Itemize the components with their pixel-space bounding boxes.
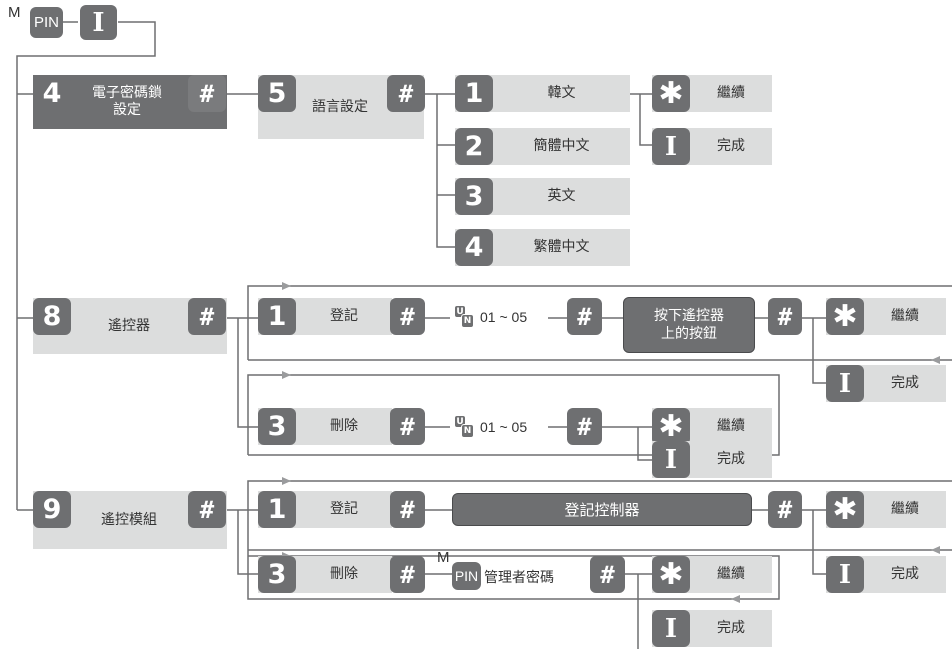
press-button-step: 按下遙控器 上的按鈕 bbox=[623, 297, 755, 353]
hash-key: # bbox=[768, 298, 802, 335]
m-label: M bbox=[437, 549, 450, 566]
i-key: I bbox=[652, 128, 690, 165]
i-key: I bbox=[826, 556, 864, 593]
range-text: 01 ~ 05 bbox=[480, 309, 528, 325]
hash-key: # bbox=[390, 556, 425, 593]
user-number-icon: U N bbox=[454, 415, 475, 439]
hash-key: # bbox=[188, 298, 226, 335]
i-key: I bbox=[652, 441, 690, 478]
key-3: 3 bbox=[258, 556, 296, 593]
hash-key: # bbox=[188, 75, 226, 112]
star-key: ✱ bbox=[826, 298, 864, 335]
star-key: ✱ bbox=[652, 75, 690, 112]
key-1: 1 bbox=[258, 298, 296, 335]
key-1: 1 bbox=[455, 75, 493, 112]
range-text: 01 ~ 05 bbox=[480, 419, 528, 435]
hash-key: # bbox=[387, 75, 425, 112]
hash-key: # bbox=[390, 491, 425, 528]
key-5: 5 bbox=[258, 75, 296, 112]
key-8: 8 bbox=[33, 298, 71, 335]
register-controller-step: 登記控制器 bbox=[452, 493, 752, 526]
key-2: 2 bbox=[455, 128, 493, 165]
key-3: 3 bbox=[258, 408, 296, 445]
hash-key: # bbox=[188, 491, 226, 528]
key-4: 4 bbox=[455, 229, 493, 266]
hash-key: # bbox=[390, 408, 425, 445]
star-key: ✱ bbox=[826, 491, 864, 528]
admin-password-label: 管理者密碼 bbox=[484, 569, 554, 585]
pin-key: PIN bbox=[30, 7, 63, 38]
menu-4-label-line2: 設定 bbox=[113, 102, 141, 118]
key-1: 1 bbox=[258, 491, 296, 528]
key-4: 4 bbox=[33, 75, 71, 112]
hash-key: # bbox=[768, 491, 802, 528]
hash-key: # bbox=[567, 298, 602, 335]
hash-key: # bbox=[567, 408, 602, 445]
i-key: I bbox=[826, 365, 864, 402]
m-label: M bbox=[8, 4, 21, 21]
user-number-icon: U N bbox=[454, 305, 475, 329]
key-3: 3 bbox=[455, 178, 493, 215]
star-key: ✱ bbox=[652, 408, 690, 445]
star-key: ✱ bbox=[652, 556, 690, 593]
pin-key: PIN bbox=[452, 562, 481, 590]
press-button-line1: 按下遙控器 bbox=[654, 308, 724, 324]
press-button-line2: 上的按鈕 bbox=[661, 326, 717, 342]
i-key: I bbox=[652, 610, 690, 647]
hash-key: # bbox=[590, 556, 625, 593]
hash-key: # bbox=[390, 298, 425, 335]
i-key: I bbox=[80, 5, 117, 40]
key-9: 9 bbox=[33, 491, 71, 528]
menu-4-label-line1: 電子密碼鎖 bbox=[92, 85, 162, 101]
